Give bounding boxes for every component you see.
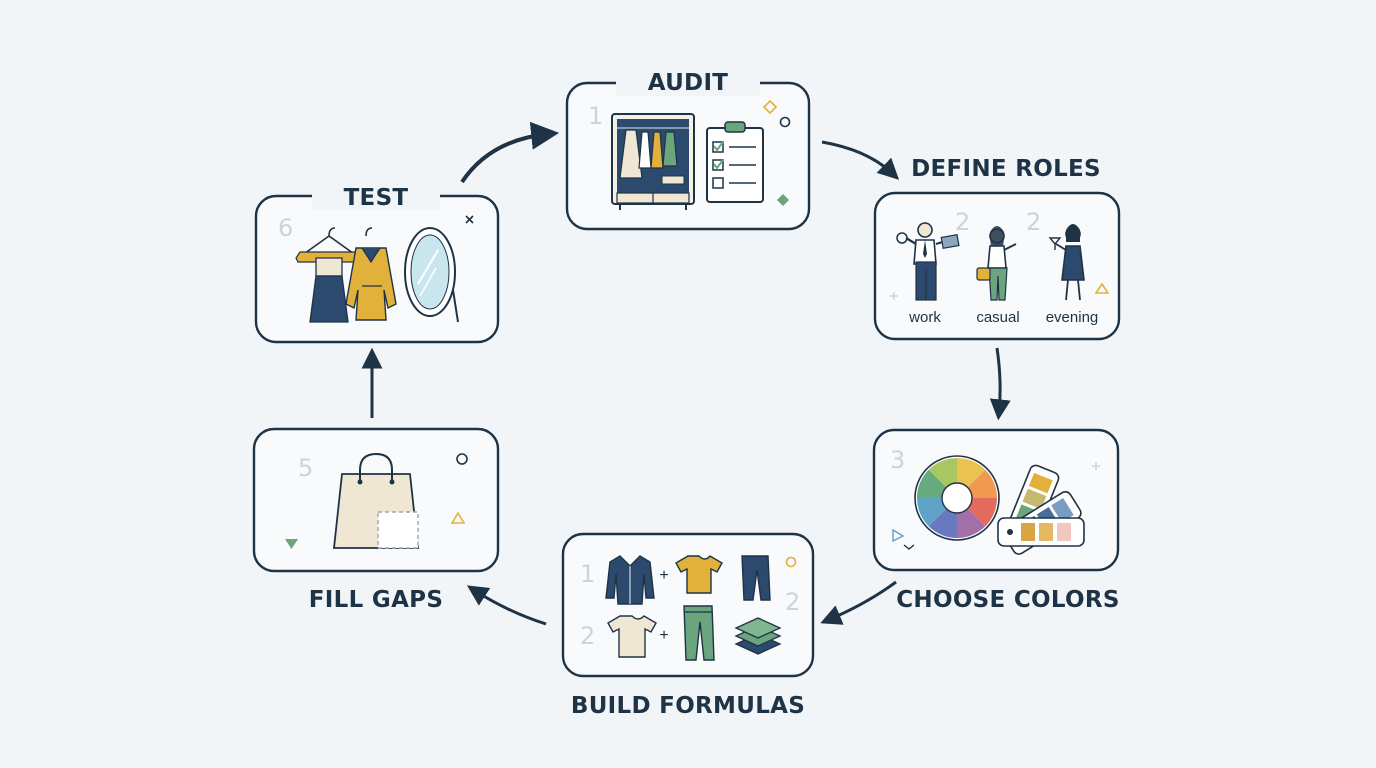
- choose-colors-stage: 3: [872, 428, 1120, 613]
- formula-plus-row2: +: [659, 627, 668, 644]
- circle-accent-icon: [779, 116, 791, 128]
- mustard-tshirt-icon: [675, 555, 723, 594]
- define-roles-step-number: 2: [955, 208, 970, 236]
- fill-gaps-step-number: 5: [298, 454, 313, 482]
- arrow-formulas-to-gaps: [466, 585, 547, 626]
- role-label-work: work: [908, 309, 941, 326]
- work-person-icon: [896, 222, 960, 301]
- navy-trousers-icon: [741, 555, 771, 601]
- test-step-number: 6: [278, 214, 293, 242]
- role-label-evening: evening: [1046, 309, 1099, 326]
- arrow-test-to-audit: [460, 121, 560, 184]
- evening-person-icon: [1048, 224, 1085, 301]
- test-stage: TEST 6: [254, 184, 500, 344]
- close-accent-icon: [465, 215, 474, 224]
- fill-gaps-stage: 5 FILL GAPS: [252, 427, 500, 613]
- formula-row2-number: 2: [580, 622, 595, 650]
- mirror-icon: [404, 227, 459, 323]
- arrow-audit-to-define: [821, 140, 900, 180]
- define-roles-stage: DEFINE ROLES 2 2: [873, 156, 1121, 341]
- audit-step-number: 1: [588, 102, 603, 130]
- triangle-accent-icon: [450, 511, 466, 524]
- audit-title: AUDIT: [648, 70, 729, 96]
- green-trousers-icon: [683, 605, 715, 661]
- swatch-fan-icon: [997, 464, 1085, 555]
- choose-colors-title: CHOOSE COLORS: [896, 587, 1120, 613]
- mustard-robe-icon: [345, 227, 397, 321]
- casual-person-icon: [976, 226, 1017, 301]
- plus-accent-icon: [1092, 462, 1100, 470]
- define-roles-title: DEFINE ROLES: [911, 156, 1101, 182]
- circle-accent-icon: [785, 556, 797, 568]
- plus-accent-icon: [890, 292, 898, 300]
- color-wheel-icon: [914, 455, 1000, 541]
- choose-colors-step-number: 3: [890, 446, 905, 474]
- arrow-define-to-colors: [989, 347, 1011, 421]
- role-label-casual: casual: [976, 309, 1019, 326]
- triangle-accent-icon: [892, 528, 905, 543]
- wardrobe-icon: [611, 113, 695, 210]
- formula-row1-number: 1: [580, 560, 595, 588]
- audit-stage: AUDIT 1: [565, 70, 811, 231]
- fill-gaps-title: FILL GAPS: [309, 587, 443, 613]
- clipboard-checklist-icon: [706, 121, 764, 203]
- define-roles-step-number-alt: 2: [1026, 208, 1041, 236]
- circle-accent-icon: [456, 453, 468, 465]
- test-title: TEST: [344, 185, 409, 211]
- triangle-accent-icon: [285, 539, 298, 549]
- formula-side-number: 2: [785, 588, 800, 616]
- formula-plus-row1: +: [659, 567, 668, 584]
- triangle-accent-icon: [1094, 282, 1110, 294]
- navy-cardigan-icon: [605, 555, 655, 605]
- folded-layers-icon: [734, 617, 782, 655]
- diamond-accent-icon: [777, 194, 789, 206]
- diamond-accent-icon: [762, 99, 778, 115]
- build-formulas-title: BUILD FORMULAS: [571, 693, 805, 719]
- shopping-bag-icon: [332, 452, 420, 549]
- build-formulas-stage: 1 2 2 + + BUILD FORMULAS: [561, 532, 815, 719]
- chevron-accent-icon: [903, 544, 915, 550]
- cream-tshirt-icon: [607, 615, 657, 658]
- arrow-colors-to-formulas: [820, 580, 897, 625]
- hanging-dress-icon: [295, 227, 365, 323]
